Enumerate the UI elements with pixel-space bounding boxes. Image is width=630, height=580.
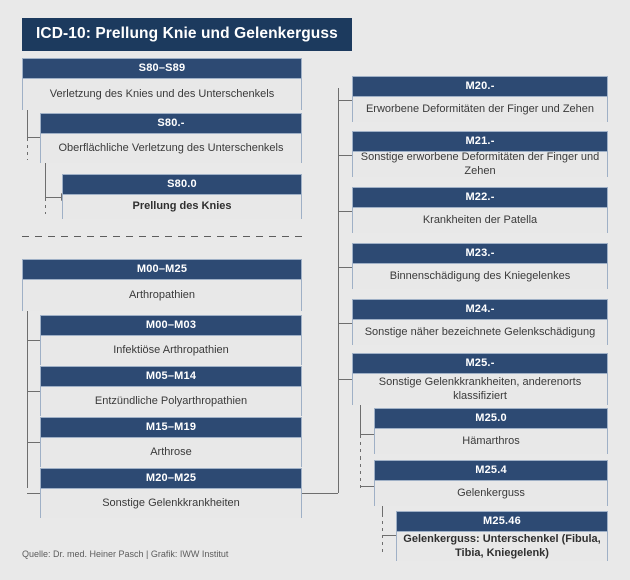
connector-line — [360, 486, 374, 487]
node-label: Krankheiten der Patella — [353, 208, 607, 233]
node-code: M23.- — [353, 244, 607, 264]
connector-dash — [45, 198, 46, 214]
connector-trunk — [27, 311, 28, 488]
node-s80: S80.- Oberflächliche Verletzung des Unte… — [40, 113, 302, 163]
connector-line — [45, 197, 61, 198]
node-m21: M21.- Sonstige erworbene Deformitäten de… — [352, 131, 608, 177]
node-code: M20.- — [353, 77, 607, 97]
section-divider — [22, 236, 302, 237]
connector-line — [382, 535, 396, 536]
node-label: Oberflächliche Verletzung des Unterschen… — [41, 134, 301, 163]
node-label: Verletzung des Knies und des Unterschenk… — [23, 79, 301, 110]
node-label: Entzündliche Polyarthropathien — [41, 387, 301, 416]
node-label: Arthropathien — [23, 280, 301, 311]
node-label: Gelenkerguss: Unterschenkel (Fibula, Tib… — [397, 532, 607, 561]
node-m25-4: M25.4 Gelenkerguss — [374, 460, 608, 506]
node-m25: M25.- Sonstige Gelenkkrankheiten, andere… — [352, 353, 608, 405]
node-m15-m19: M15–M19 Arthrose — [40, 417, 302, 467]
connector-line — [27, 110, 28, 138]
node-code: M05–M14 — [41, 367, 301, 387]
node-m24: M24.- Sonstige näher bezeichnete Gelenks… — [352, 299, 608, 345]
node-m20: M20.- Erworbene Deformitäten der Finger … — [352, 76, 608, 122]
node-s80-s89: S80–S89 Verletzung des Knies und des Unt… — [22, 58, 302, 110]
node-label: Arthrose — [41, 438, 301, 467]
node-m23: M23.- Binnenschädigung des Kniegelenkes — [352, 243, 608, 289]
source-credit: Quelle: Dr. med. Heiner Pasch | Grafik: … — [22, 549, 229, 559]
node-s80-0: S80.0 Prellung des Knies — [62, 174, 302, 219]
node-m22: M22.- Krankheiten der Patella — [352, 187, 608, 233]
node-label: Prellung des Knies — [63, 195, 301, 219]
node-code: M24.- — [353, 300, 607, 320]
node-m25-46: M25.46 Gelenkerguss: Unterschenkel (Fibu… — [396, 511, 608, 561]
connector-line — [382, 506, 383, 514]
connector-dash — [360, 435, 361, 457]
node-m00-m03: M00–M03 Infektiöse Arthropathien — [40, 315, 302, 365]
node-label: Sonstige erworbene Deformitäten der Fing… — [353, 151, 607, 177]
node-m20-m25: M20–M25 Sonstige Gelenkkrankheiten — [40, 468, 302, 518]
connector-line — [338, 100, 352, 101]
node-label: Infektiöse Arthropathien — [41, 336, 301, 365]
node-m00-m25: M00–M25 Arthropathien — [22, 259, 302, 311]
node-code: M25.- — [353, 354, 607, 374]
node-code: S80.0 — [63, 175, 301, 195]
node-code: M00–M03 — [41, 316, 301, 336]
node-label: Sonstige näher bezeichnete Gelenkschädig… — [353, 320, 607, 345]
connector-bridge — [302, 493, 338, 494]
node-code: M20–M25 — [41, 469, 301, 489]
node-code: M00–M25 — [23, 260, 301, 280]
node-label: Erworbene Deformitäten der Finger und Ze… — [353, 97, 607, 122]
page-title: ICD-10: Prellung Knie und Gelenkerguss — [22, 18, 352, 51]
node-label: Binnenschädigung des Kniegelenkes — [353, 264, 607, 289]
connector-line — [338, 267, 352, 268]
node-code: S80.- — [41, 114, 301, 134]
connector-bridge — [338, 88, 339, 493]
node-label: Sonstige Gelenkkrankheiten, anderenorts … — [353, 374, 607, 405]
connector-line — [338, 323, 352, 324]
node-label: Hämarthros — [375, 429, 607, 454]
connector-line — [338, 211, 352, 212]
connector-line — [360, 405, 361, 435]
node-m05-m14: M05–M14 Entzündliche Polyarthropathien — [40, 366, 302, 416]
node-label: Gelenkerguss — [375, 481, 607, 506]
node-label: Sonstige Gelenkkrankheiten — [41, 489, 301, 518]
node-code: M25.4 — [375, 461, 607, 481]
node-code: S80–S89 — [23, 59, 301, 79]
node-m25-0: M25.0 Hämarthros — [374, 408, 608, 454]
node-code: M22.- — [353, 188, 607, 208]
connector-line — [338, 379, 352, 380]
node-code: M25.0 — [375, 409, 607, 429]
node-code: M15–M19 — [41, 418, 301, 438]
node-code: M25.46 — [397, 512, 607, 532]
connector-line — [360, 434, 374, 435]
connector-dash — [360, 457, 361, 489]
connector-dash — [27, 138, 28, 160]
connector-line — [338, 155, 352, 156]
connector-line — [45, 163, 46, 198]
node-code: M21.- — [353, 132, 607, 152]
